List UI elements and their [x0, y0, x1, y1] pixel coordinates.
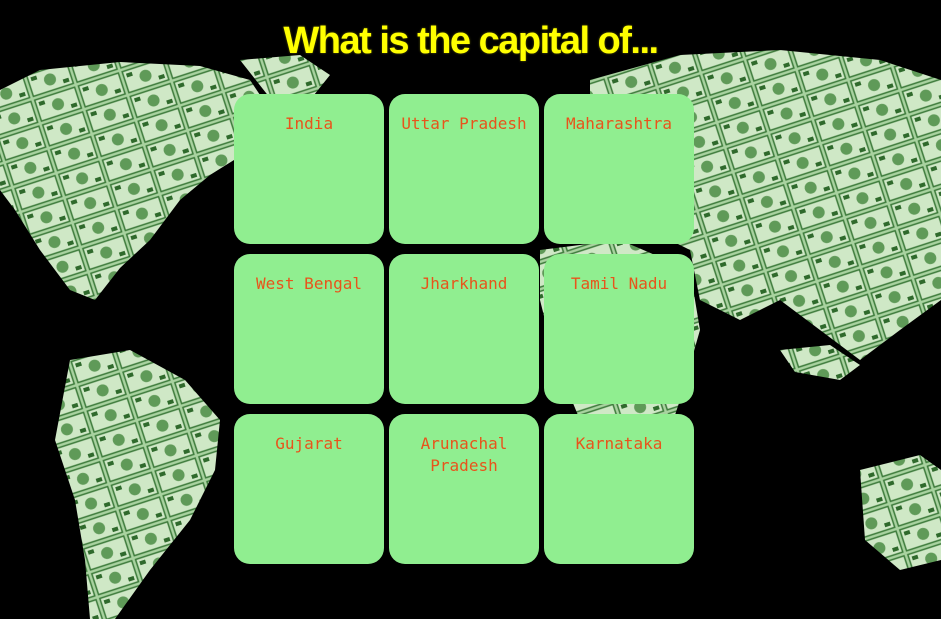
- continent-greenland: [240, 55, 330, 100]
- answer-grid: India Uttar Pradesh Maharashtra West Ben…: [234, 94, 696, 564]
- continent-north-america: [0, 62, 270, 300]
- tile-uttar-pradesh[interactable]: Uttar Pradesh: [389, 94, 539, 244]
- tile-label: India: [284, 114, 334, 133]
- islands-indonesia: [780, 345, 860, 380]
- tile-west-bengal[interactable]: West Bengal: [234, 254, 384, 404]
- tile-label: Uttar Pradesh: [401, 114, 527, 133]
- tile-jharkhand[interactable]: Jharkhand: [389, 254, 539, 404]
- tile-label: Tamil Nadu: [570, 274, 668, 293]
- tile-label: Jharkhand: [420, 274, 508, 293]
- tile-gujarat[interactable]: Gujarat: [234, 414, 384, 564]
- tile-tamil-nadu[interactable]: Tamil Nadu: [544, 254, 694, 404]
- tile-india[interactable]: India: [234, 94, 384, 244]
- page-title: What is the capital of...: [283, 20, 659, 62]
- tile-label: Gujarat: [275, 434, 343, 453]
- continent-south-america: [55, 350, 220, 619]
- tile-label: Arunachal Pradesh: [420, 434, 508, 475]
- tile-maharashtra[interactable]: Maharashtra: [544, 94, 694, 244]
- tile-arunachal-pradesh[interactable]: Arunachal Pradesh: [389, 414, 539, 564]
- tile-karnataka[interactable]: Karnataka: [544, 414, 694, 564]
- tile-label: Maharashtra: [566, 114, 672, 133]
- continent-australia: [860, 455, 941, 570]
- tile-label: West Bengal: [256, 274, 362, 293]
- tile-label: Karnataka: [575, 434, 663, 453]
